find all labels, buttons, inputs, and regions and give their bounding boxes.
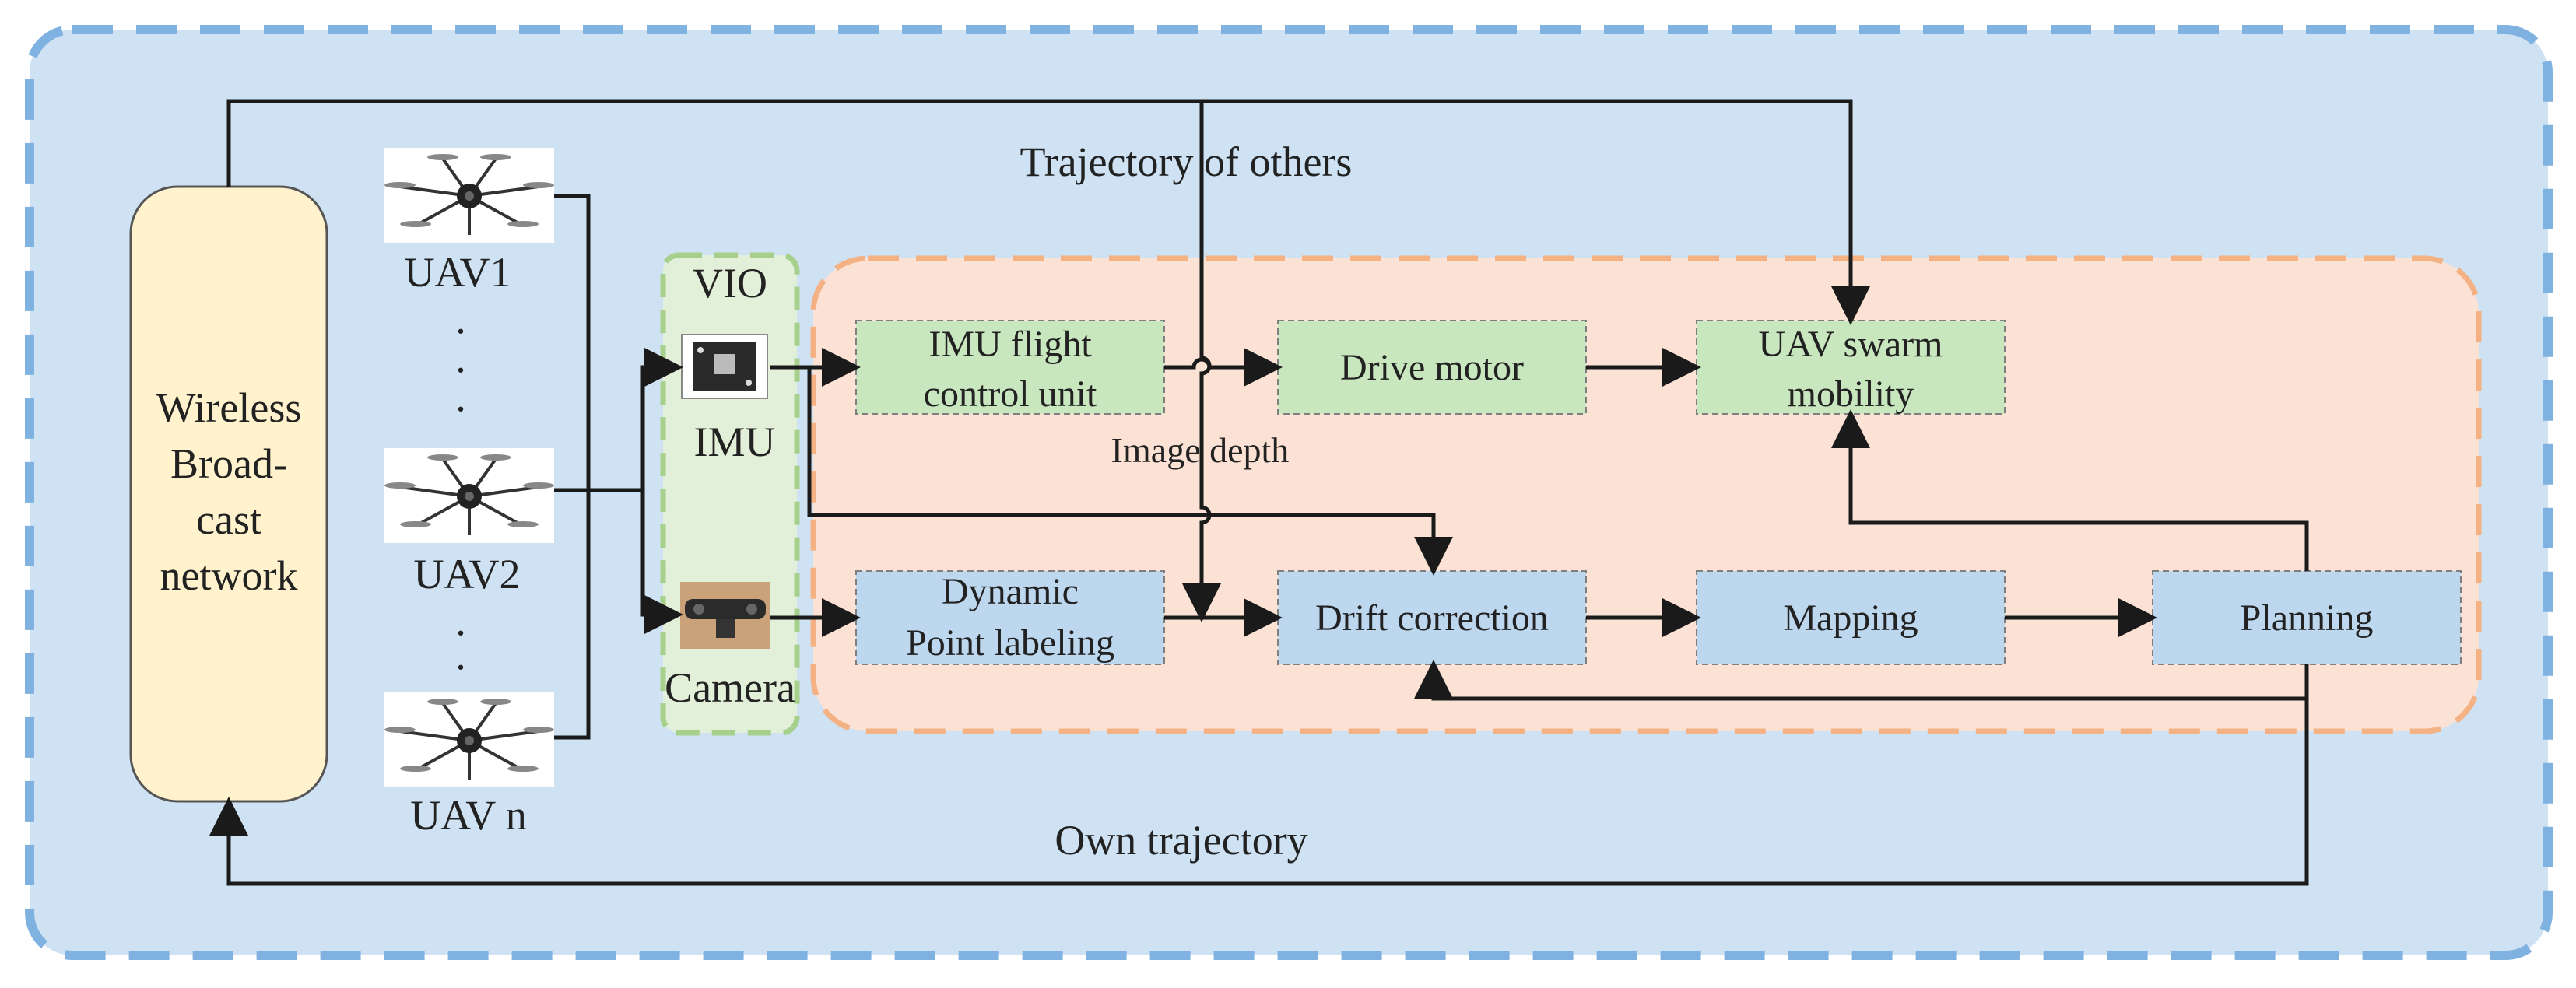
bracket-to-camera [640, 490, 683, 634]
drive-motor-label: Drive motor [1340, 347, 1524, 388]
dot: . [455, 373, 466, 420]
dynamic-point-line1: Dynamic [942, 571, 1079, 612]
depth-camera-icon [680, 582, 770, 649]
uav1-drone-icon [383, 146, 556, 244]
bracket-to-imu [640, 348, 683, 490]
image-depth-label: Image depth [1111, 430, 1290, 470]
uav1-label: UAV1 [404, 249, 511, 296]
uav2-drone-icon [383, 447, 556, 545]
uav-bracket [554, 194, 591, 740]
imu-label: IMU [694, 419, 776, 465]
vio-region [660, 252, 800, 736]
wireless-label-4: network [160, 552, 298, 599]
drift-correction-box [1277, 570, 1587, 665]
fcu-to-motor-line [1164, 348, 1283, 387]
dot: . [455, 335, 466, 381]
imu-flight-control-line1: IMU flight [928, 324, 1092, 365]
dot: . [455, 597, 466, 644]
uavn-drone-icon [383, 691, 556, 789]
wireless-label-1: Wireless [156, 384, 302, 431]
dot: . [455, 632, 466, 678]
planning-to-drift-line [1414, 660, 2309, 701]
uav-swarm-line2: mobility [1788, 373, 1914, 415]
imu-sensor-icon [681, 334, 768, 399]
wireless-label-3: cast [196, 496, 261, 543]
planning-box [2152, 570, 2462, 665]
planning-to-swarm-line [1831, 409, 2309, 571]
camera-label: Camera [665, 664, 795, 711]
imu-flight-control-box [855, 320, 1165, 415]
processing-region [810, 255, 2482, 734]
drive-motor-box [1277, 320, 1587, 415]
mapping-box [1696, 570, 2006, 665]
drift-correction-label: Drift correction [1315, 597, 1549, 639]
planning-label: Planning [2241, 597, 2374, 639]
imu-to-drift-line [807, 367, 1453, 576]
imu-flight-control-line2: control unit [924, 373, 1097, 415]
wireless-label-2: Broad- [170, 440, 287, 487]
dynamic-point-line2: Point labeling [906, 622, 1114, 664]
uavn-label: UAV n [410, 792, 527, 839]
uav-swarm-mobility-box [1696, 320, 2006, 415]
connectors [209, 99, 2309, 886]
own-trajectory-label: Own trajectory [1055, 817, 1307, 864]
uav2-label: UAV2 [413, 551, 520, 597]
vio-label: VIO [693, 260, 767, 307]
mapping-label: Mapping [1783, 597, 1918, 639]
uav-swarm-line1: UAV swarm [1759, 324, 1943, 365]
own-trajectory-line [209, 699, 2309, 886]
dot: . [455, 296, 466, 342]
wireless-network-box [129, 185, 328, 803]
trajectory-of-others-line [226, 99, 1870, 325]
trajectory-of-others-label: Trajectory of others [1020, 138, 1353, 185]
